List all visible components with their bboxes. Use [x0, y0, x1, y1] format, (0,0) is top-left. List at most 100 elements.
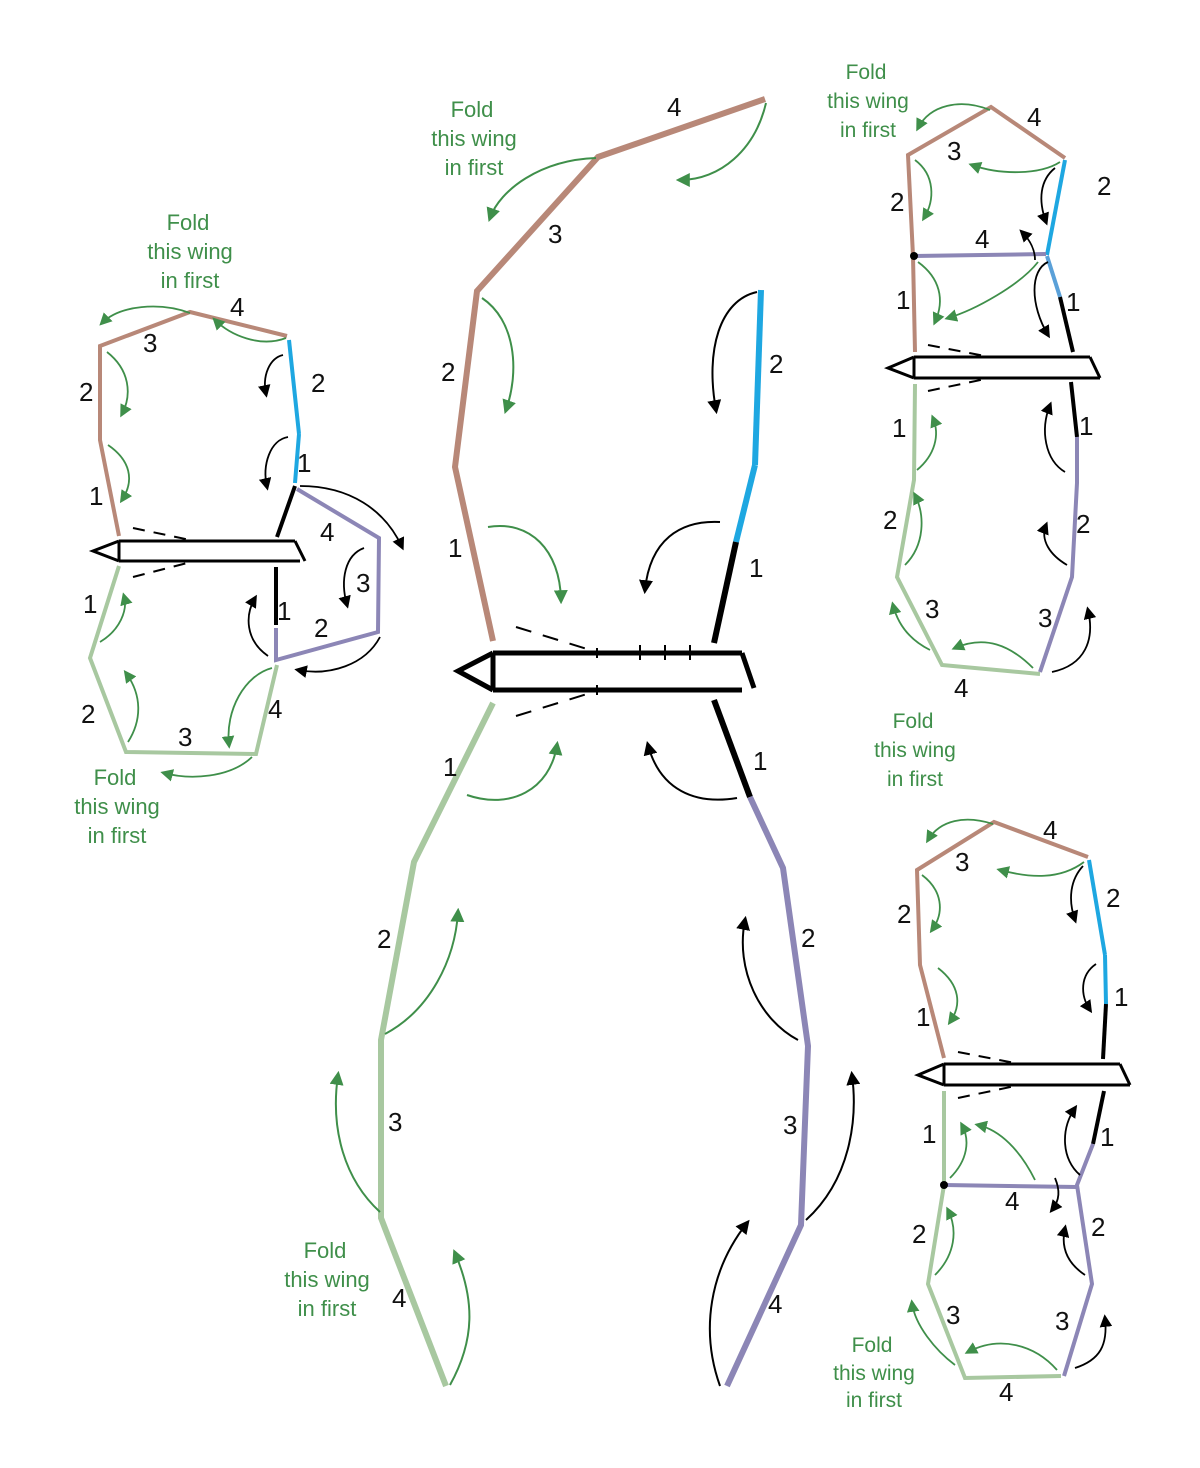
arrow	[639, 520, 721, 595]
arrow	[926, 818, 994, 844]
segment-label: 1	[922, 1119, 936, 1149]
arrow	[1036, 521, 1068, 566]
segment-label: 3	[1038, 603, 1052, 633]
segment-label: 1	[749, 553, 763, 583]
segment-label: 1	[89, 481, 103, 511]
arrow	[221, 667, 273, 749]
segment-label: 4	[392, 1283, 406, 1313]
arrow	[964, 1342, 1058, 1371]
fold-note-line: this wing	[284, 1267, 370, 1292]
fold-note-line: Fold	[893, 710, 934, 733]
fold-note: Fold this wing in first	[827, 61, 909, 142]
arrow	[466, 740, 563, 801]
left-upper-right-black	[275, 485, 297, 538]
bottom-right-upper-right-black	[1101, 1003, 1108, 1060]
arrow	[914, 159, 934, 222]
arrow	[487, 525, 568, 605]
segment-label: 4	[1043, 815, 1057, 845]
segment-label: 2	[377, 924, 391, 954]
fold-note-line: this wing	[147, 239, 233, 264]
left-upper-right-blue-lower	[293, 433, 301, 484]
segment-label: 2	[314, 613, 328, 643]
segment-label: 2	[897, 899, 911, 929]
arrow	[974, 1120, 1036, 1181]
arrow	[160, 756, 253, 782]
center-upper-right-blue-lower	[733, 464, 758, 543]
segment-label: 2	[1097, 171, 1111, 201]
segment-label: 1	[753, 746, 767, 776]
arrow	[906, 1299, 956, 1366]
arrow	[245, 594, 269, 657]
arrow	[106, 351, 132, 418]
arrow	[904, 491, 925, 566]
bottom-right-lower-right-black	[1091, 1090, 1106, 1145]
segment-label: 3	[178, 722, 192, 752]
fold-note-line: Fold	[852, 1334, 893, 1357]
segment-label: 1	[448, 533, 462, 563]
center-upper-left-wing	[451, 96, 766, 642]
segment-label: 4	[667, 92, 681, 122]
fold-note: Fold this wing in first	[147, 210, 233, 293]
arrow	[1079, 963, 1097, 1014]
arrow	[889, 601, 931, 651]
segment-label: 1	[277, 596, 291, 626]
arrow	[329, 1070, 381, 1213]
fold-note-line: Fold	[167, 210, 210, 235]
fold-note-line: in first	[161, 268, 220, 293]
arrow	[736, 915, 799, 1041]
top-right-lower-left-wing	[894, 383, 1041, 676]
fold-note: Fold this wing in first	[833, 1334, 915, 1412]
fold-note-line: this wing	[431, 126, 517, 151]
arrow	[934, 1206, 958, 1276]
fold-note: Fold this wing in first	[431, 97, 517, 180]
arrow	[1040, 401, 1066, 473]
left-panel: 4 3 2 1 2 1 4 3 1 2 1 2 3 4 Fold this wi…	[74, 210, 405, 848]
arrow	[294, 636, 381, 678]
segment-label: 4	[954, 673, 968, 703]
segment-label: 4	[230, 292, 244, 322]
top-right-purple-crossbar	[913, 252, 1047, 258]
arrow	[1019, 229, 1036, 261]
bottom-right-panel: 4 3 2 2 1 1 1 1 4 2 2 3 3 4 Fold this wi…	[833, 815, 1132, 1412]
fold-note: Fold this wing in first	[874, 710, 956, 791]
fold-note-line: Fold	[451, 97, 494, 122]
segment-label: 4	[975, 224, 989, 254]
segment-label: 2	[1076, 509, 1090, 539]
segment-label: 1	[892, 413, 906, 443]
segment-label: 4	[1005, 1186, 1019, 1216]
arrow	[916, 414, 943, 471]
fold-note-line: in first	[445, 155, 504, 180]
arrow	[643, 740, 738, 801]
arrow	[805, 1070, 861, 1221]
arrow	[968, 161, 1061, 174]
arrow	[258, 436, 289, 491]
arrow	[338, 547, 365, 609]
segment-label: 1	[443, 752, 457, 782]
top-right-lower-right-wing	[1038, 437, 1079, 673]
segment-label: 1	[896, 285, 910, 315]
segment-label: 2	[81, 699, 95, 729]
segment-label: 3	[356, 568, 370, 598]
fold-note-line: in first	[840, 119, 896, 142]
center-lower-left-wing	[378, 701, 496, 1388]
top-right-upper-left-wing	[905, 104, 1067, 353]
fold-note: Fold this wing in first	[284, 1238, 370, 1321]
segment-label: 2	[441, 357, 455, 387]
fold-note-line: in first	[846, 1389, 902, 1412]
fold-note-line: in first	[887, 768, 943, 791]
arrow	[1037, 167, 1056, 226]
arrow	[449, 1249, 471, 1386]
segment-label: 3	[783, 1110, 797, 1140]
segment-label: 3	[388, 1107, 402, 1137]
segment-label: 2	[1091, 1212, 1105, 1242]
arrow	[299, 485, 405, 551]
fold-note-line: this wing	[74, 794, 160, 819]
arrow	[1049, 1177, 1063, 1213]
fold-note-line: Fold	[304, 1238, 347, 1263]
arrow	[1056, 1224, 1086, 1276]
segment-label: 2	[79, 377, 93, 407]
segment-label: 2	[912, 1219, 926, 1249]
fold-note-line: Fold	[94, 765, 137, 790]
arrow	[1051, 606, 1097, 673]
